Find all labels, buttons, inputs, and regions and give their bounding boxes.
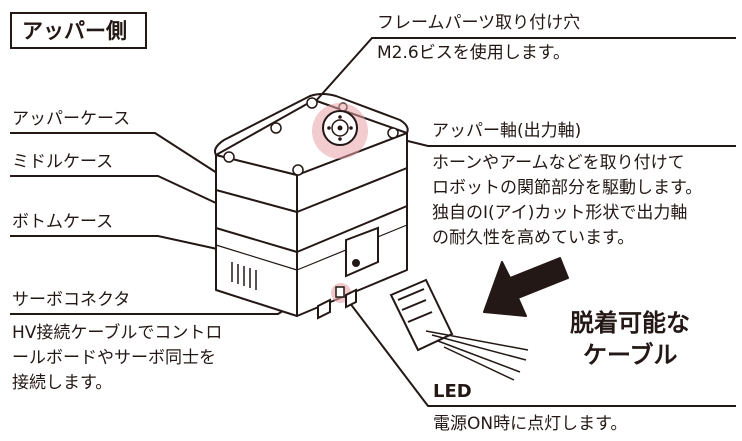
foot-tabs [317, 288, 357, 320]
label-cable-line1: 脱着可能な [570, 309, 690, 337]
label-upper-shaft: アッパー軸(出力軸) [432, 121, 582, 141]
leader-lines [10, 37, 736, 407]
label-frame-hole: フレームパーツ取り付け穴 [377, 13, 581, 33]
label-led-desc: 電源ON時に点灯します。 [433, 414, 628, 434]
screw-holes [223, 97, 399, 176]
cable-connector-icon [389, 278, 529, 381]
leader-upper-case [10, 132, 232, 183]
label-servo-connector: サーボコネクタ [12, 290, 131, 310]
leader-middle-case [10, 175, 232, 211]
output-shaft [312, 103, 368, 159]
label-servo-connector-desc: HV接続ケーブルでコントロ ールボードやサーボ同士を 接続します。 [12, 323, 223, 393]
label-upper-shaft-desc: ホーンやアームなどを取り付けて ロボットの関節部分を駆動します。 独自のI(アイ… [432, 153, 703, 248]
label-upper-case: アッパーケース [12, 109, 131, 129]
leader-frame-hole [305, 37, 736, 113]
label-frame-hole-note: M2.6ビスを使用します。 [377, 43, 571, 63]
label-led: LED [433, 381, 472, 402]
label-bottom-case: ボトムケース [12, 212, 114, 232]
arrow-left-icon [483, 257, 569, 317]
vent-slits [231, 262, 257, 290]
leader-led [342, 293, 736, 407]
connector-port [345, 226, 379, 278]
label-middle-case: ミドルケース [12, 152, 114, 172]
title-box: アッパー側 [10, 12, 147, 49]
page-title: アッパー側 [22, 19, 127, 43]
leader-bottom-case [10, 235, 232, 253]
label-cable-line2: ケーブル [583, 341, 678, 369]
